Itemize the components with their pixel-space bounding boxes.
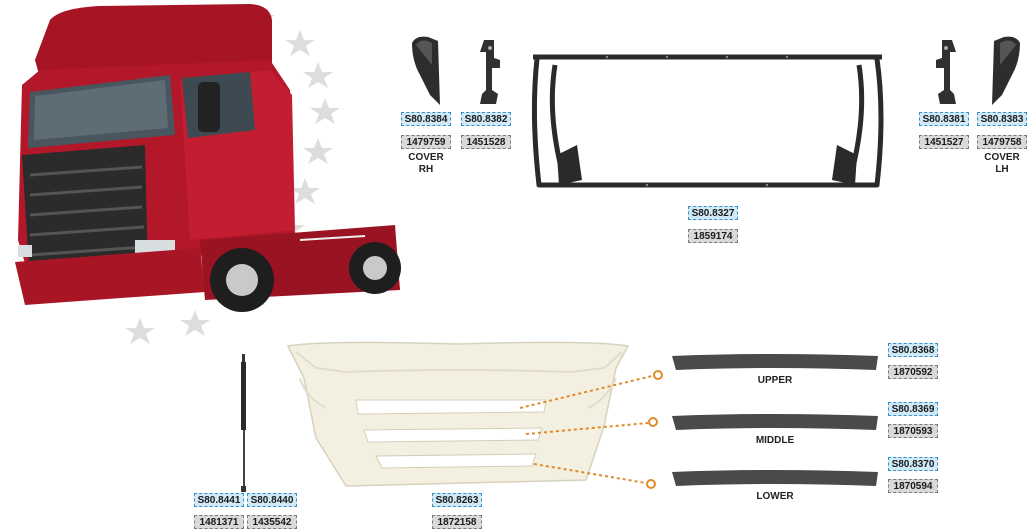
cover-rh-image: [412, 36, 440, 105]
trim-upper-image: [672, 354, 878, 370]
trim-middle-image: [672, 414, 878, 430]
trim-lower-image: [672, 470, 878, 486]
grille-code: S80.8263: [432, 493, 482, 507]
strut-b-code: S80.8440: [247, 493, 297, 507]
truck-image: [15, 4, 401, 344]
cover-lh-oem: 1479758: [977, 135, 1027, 149]
trim-middle-label: MIDDLE: [755, 435, 795, 446]
trim-upper-oem: 1870592: [888, 365, 938, 379]
cover-rh-label-1: COVER: [408, 152, 444, 163]
cover-rh-code: S80.8384: [401, 112, 451, 126]
trim-middle-code: S80.8369: [888, 402, 938, 416]
bracket-rh-oem: 1451528: [461, 135, 511, 149]
trim-lower-oem: 1870594: [888, 479, 938, 493]
frame-oem: 1859174: [688, 229, 738, 243]
frame-code: S80.8327: [688, 206, 738, 220]
strut-a-code: S80.8441: [194, 493, 244, 507]
grille-image: [286, 341, 630, 487]
cover-lh-code: S80.8383: [977, 112, 1027, 126]
bracket-lh-oem: 1451527: [919, 135, 969, 149]
bracket-rh-code: S80.8382: [461, 112, 511, 126]
cover-rh-oem: 1479759: [401, 135, 451, 149]
cover-lh-image: [992, 36, 1020, 105]
cover-lh-label-1: COVER: [984, 152, 1020, 163]
bracket-rh-image: [480, 40, 500, 104]
bracket-lh-code: S80.8381: [919, 112, 969, 126]
cover-lh-label-2: LH: [995, 164, 1009, 175]
trim-middle-oem: 1870593: [888, 424, 938, 438]
trim-lower-label: LOWER: [756, 491, 794, 502]
trim-upper-code: S80.8368: [888, 343, 938, 357]
trim-upper-label: UPPER: [757, 375, 793, 386]
frame-image: [531, 54, 884, 188]
cover-rh-label-2: RH: [418, 164, 434, 175]
trim-lower-code: S80.8370: [888, 457, 938, 471]
bracket-lh-image: [936, 40, 956, 104]
gas-strut-image: [241, 354, 246, 492]
